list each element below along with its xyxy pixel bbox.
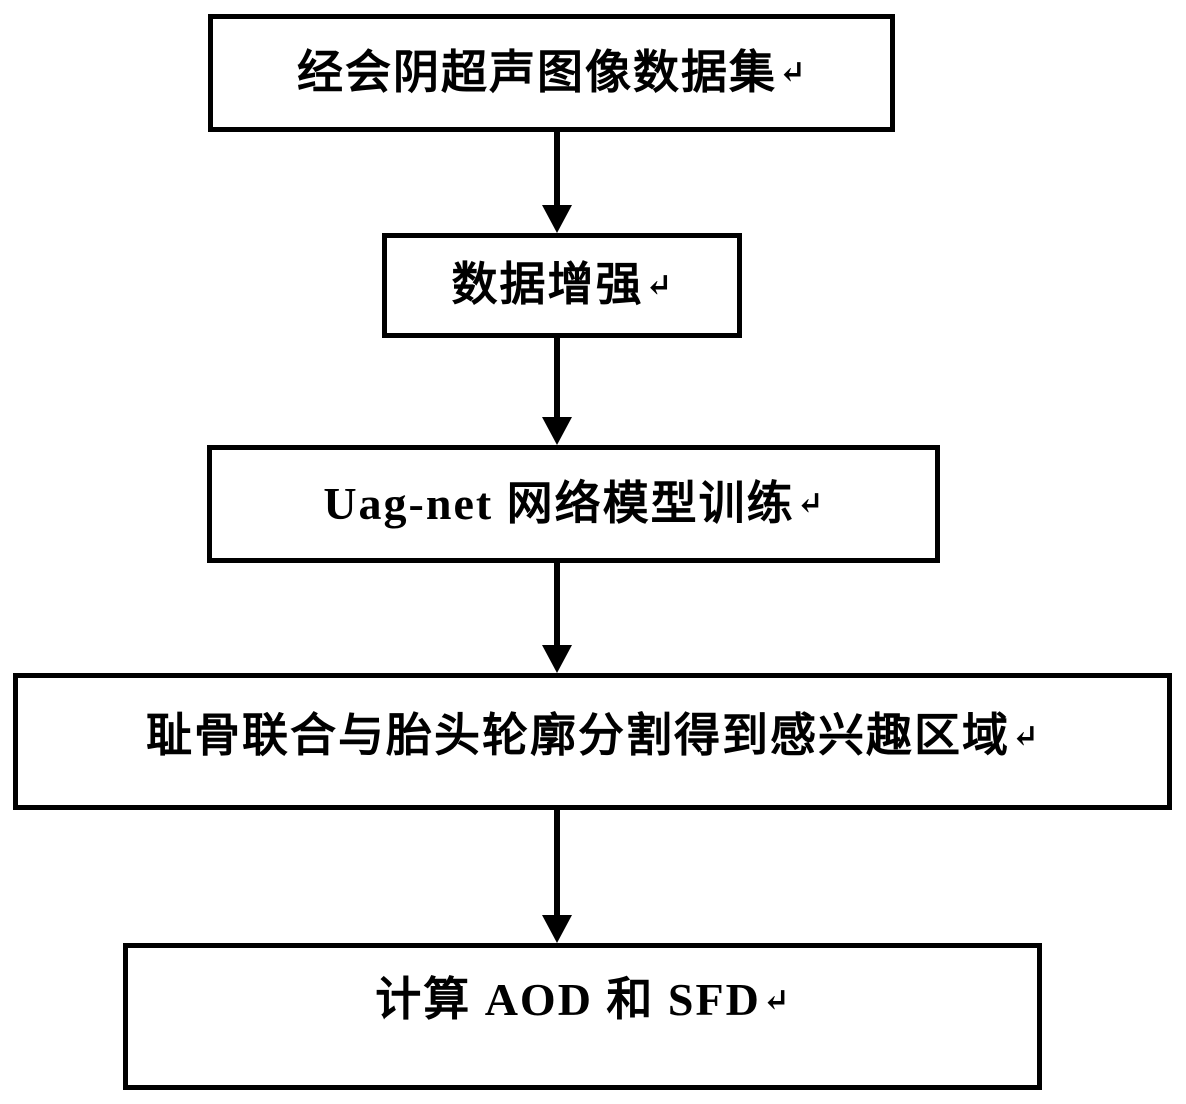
flowchart-node-measurement: 计算 AOD 和 SFD↵: [123, 943, 1042, 1090]
node-augmentation-label: 数据增强: [451, 259, 644, 311]
arrow-line-3: [554, 563, 560, 646]
flowchart-node-training: Uag-net 网络模型训练↵: [207, 445, 940, 563]
return-mark-icon: ↵: [645, 266, 673, 303]
return-mark-icon: ↵: [796, 485, 824, 522]
node-training-label: Uag-net 网络模型训练: [323, 477, 795, 529]
arrow-down-icon: [542, 915, 572, 943]
node-dataset-label: 经会阴超声图像数据集: [297, 46, 777, 98]
flowchart-node-dataset: 经会阴超声图像数据集↵: [208, 14, 895, 132]
return-mark-icon: ↵: [762, 981, 790, 1018]
return-mark-icon: ↵: [779, 54, 806, 91]
node-segmentation-label: 耻骨联合与胎头轮廓分割得到感兴趣区域: [146, 710, 1010, 762]
arrow-down-icon: [542, 205, 572, 233]
arrow-line-2: [554, 338, 560, 418]
arrow-down-icon: [542, 417, 572, 445]
flowchart-node-segmentation: 耻骨联合与胎头轮廓分割得到感兴趣区域↵: [13, 673, 1172, 810]
arrow-down-icon: [542, 645, 572, 673]
return-mark-icon: ↵: [1012, 717, 1039, 754]
flowchart-node-augmentation: 数据增强↵: [382, 233, 742, 338]
arrow-line-4: [554, 810, 560, 916]
node-measurement-label: 计算 AOD 和 SFD: [375, 974, 761, 1026]
arrow-line-1: [554, 132, 560, 207]
